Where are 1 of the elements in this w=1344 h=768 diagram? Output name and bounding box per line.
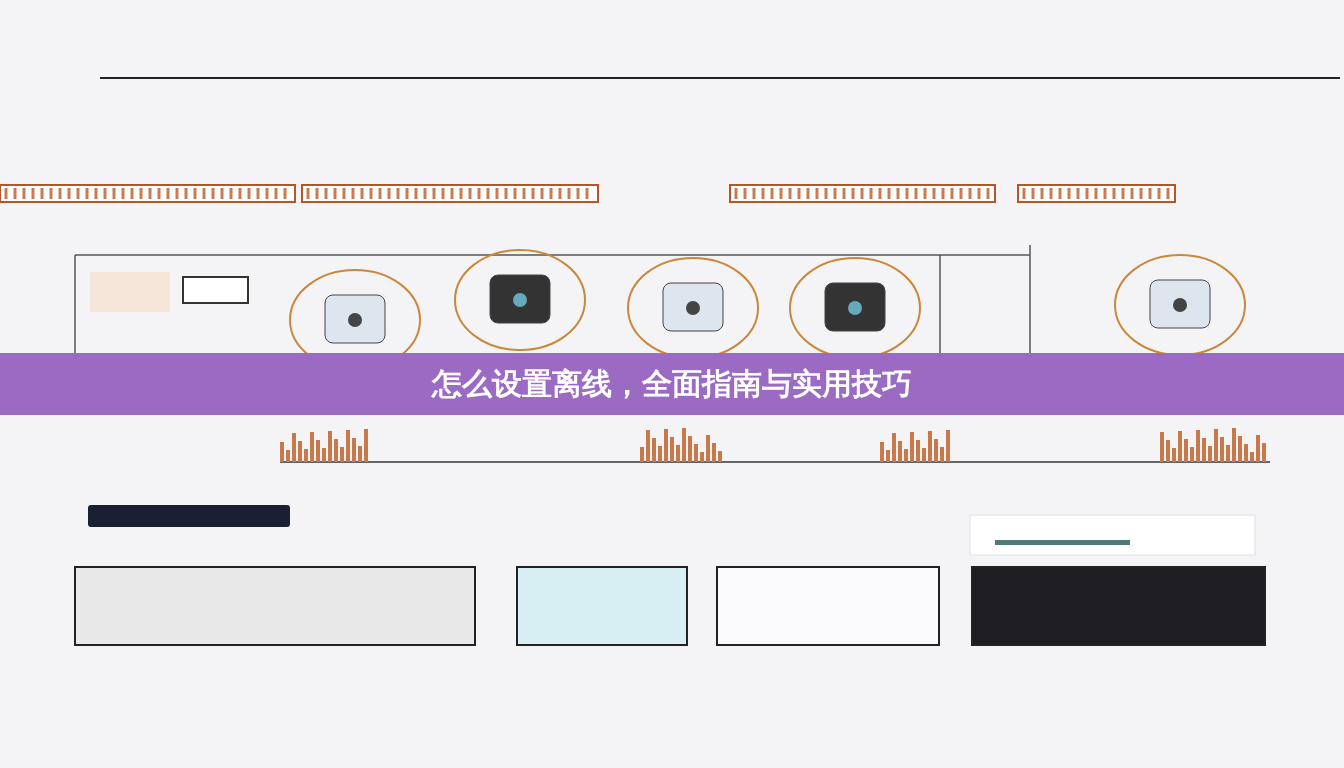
title: 怎么设置离线，全面指南与实用技巧 <box>432 364 912 403</box>
